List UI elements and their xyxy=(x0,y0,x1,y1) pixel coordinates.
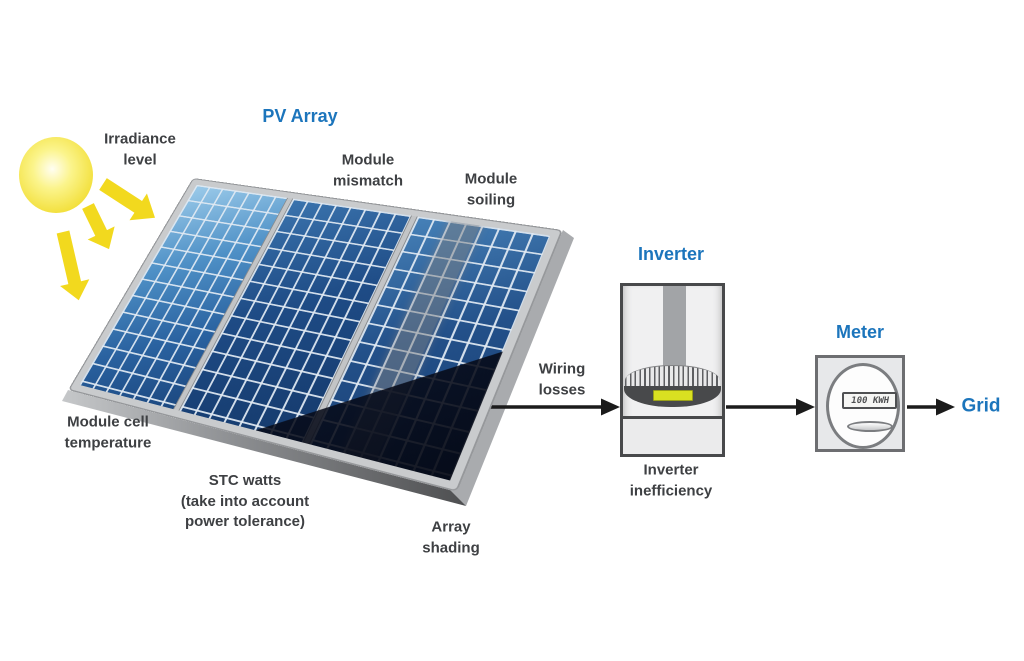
module-cell-temperature-label: Module cell temperature xyxy=(64,413,152,451)
array-shading-label: Array shading xyxy=(422,518,480,556)
stc-watts-label: STC watts (take into account power toler… xyxy=(180,471,310,531)
inverter-graphic xyxy=(620,283,725,457)
inverter-inefficiency-label: Inverter inefficiency xyxy=(629,461,713,499)
irradiance-arrow-icon xyxy=(99,178,155,221)
inverter-divider xyxy=(623,416,722,419)
inverter-led-indicator xyxy=(652,390,693,401)
meter-lens xyxy=(847,421,893,432)
inverter-fins xyxy=(625,365,720,389)
inverter-title: Inverter xyxy=(637,244,705,265)
module-mismatch-label: Module mismatch xyxy=(332,151,404,189)
meter-reading: 100 KWH xyxy=(849,395,890,406)
irradiance-arrow-icon xyxy=(56,230,90,301)
pv-array-label: PV Array xyxy=(262,106,338,127)
meter-graphic: 100 KWH xyxy=(815,355,905,452)
flow-arrow-panel-to-inverter xyxy=(474,398,620,416)
panel-side-right xyxy=(450,230,574,506)
flow-arrow-inverter-to-meter xyxy=(726,398,815,416)
meter-title: Meter xyxy=(835,322,885,343)
panel-side-bottom xyxy=(62,390,466,506)
flow-arrow-meter-to-grid xyxy=(907,398,955,416)
meter-dial-face: 100 KWH xyxy=(826,363,900,449)
module-soiling-label: Module soiling xyxy=(464,170,518,208)
inverter-stripe xyxy=(663,286,686,367)
sun-icon xyxy=(19,137,93,213)
irradiance-arrow-icon xyxy=(82,203,115,250)
irradiance-arrows-icon xyxy=(56,178,155,301)
grid-label: Grid xyxy=(961,395,1001,417)
inverter-lower-panel xyxy=(623,419,722,454)
wiring-losses-label: Wiring losses xyxy=(538,360,586,398)
meter-display: 100 KWH xyxy=(842,392,897,409)
inverter-status-band xyxy=(624,386,721,407)
irradiance-level-label: Irradiance level xyxy=(104,130,176,168)
